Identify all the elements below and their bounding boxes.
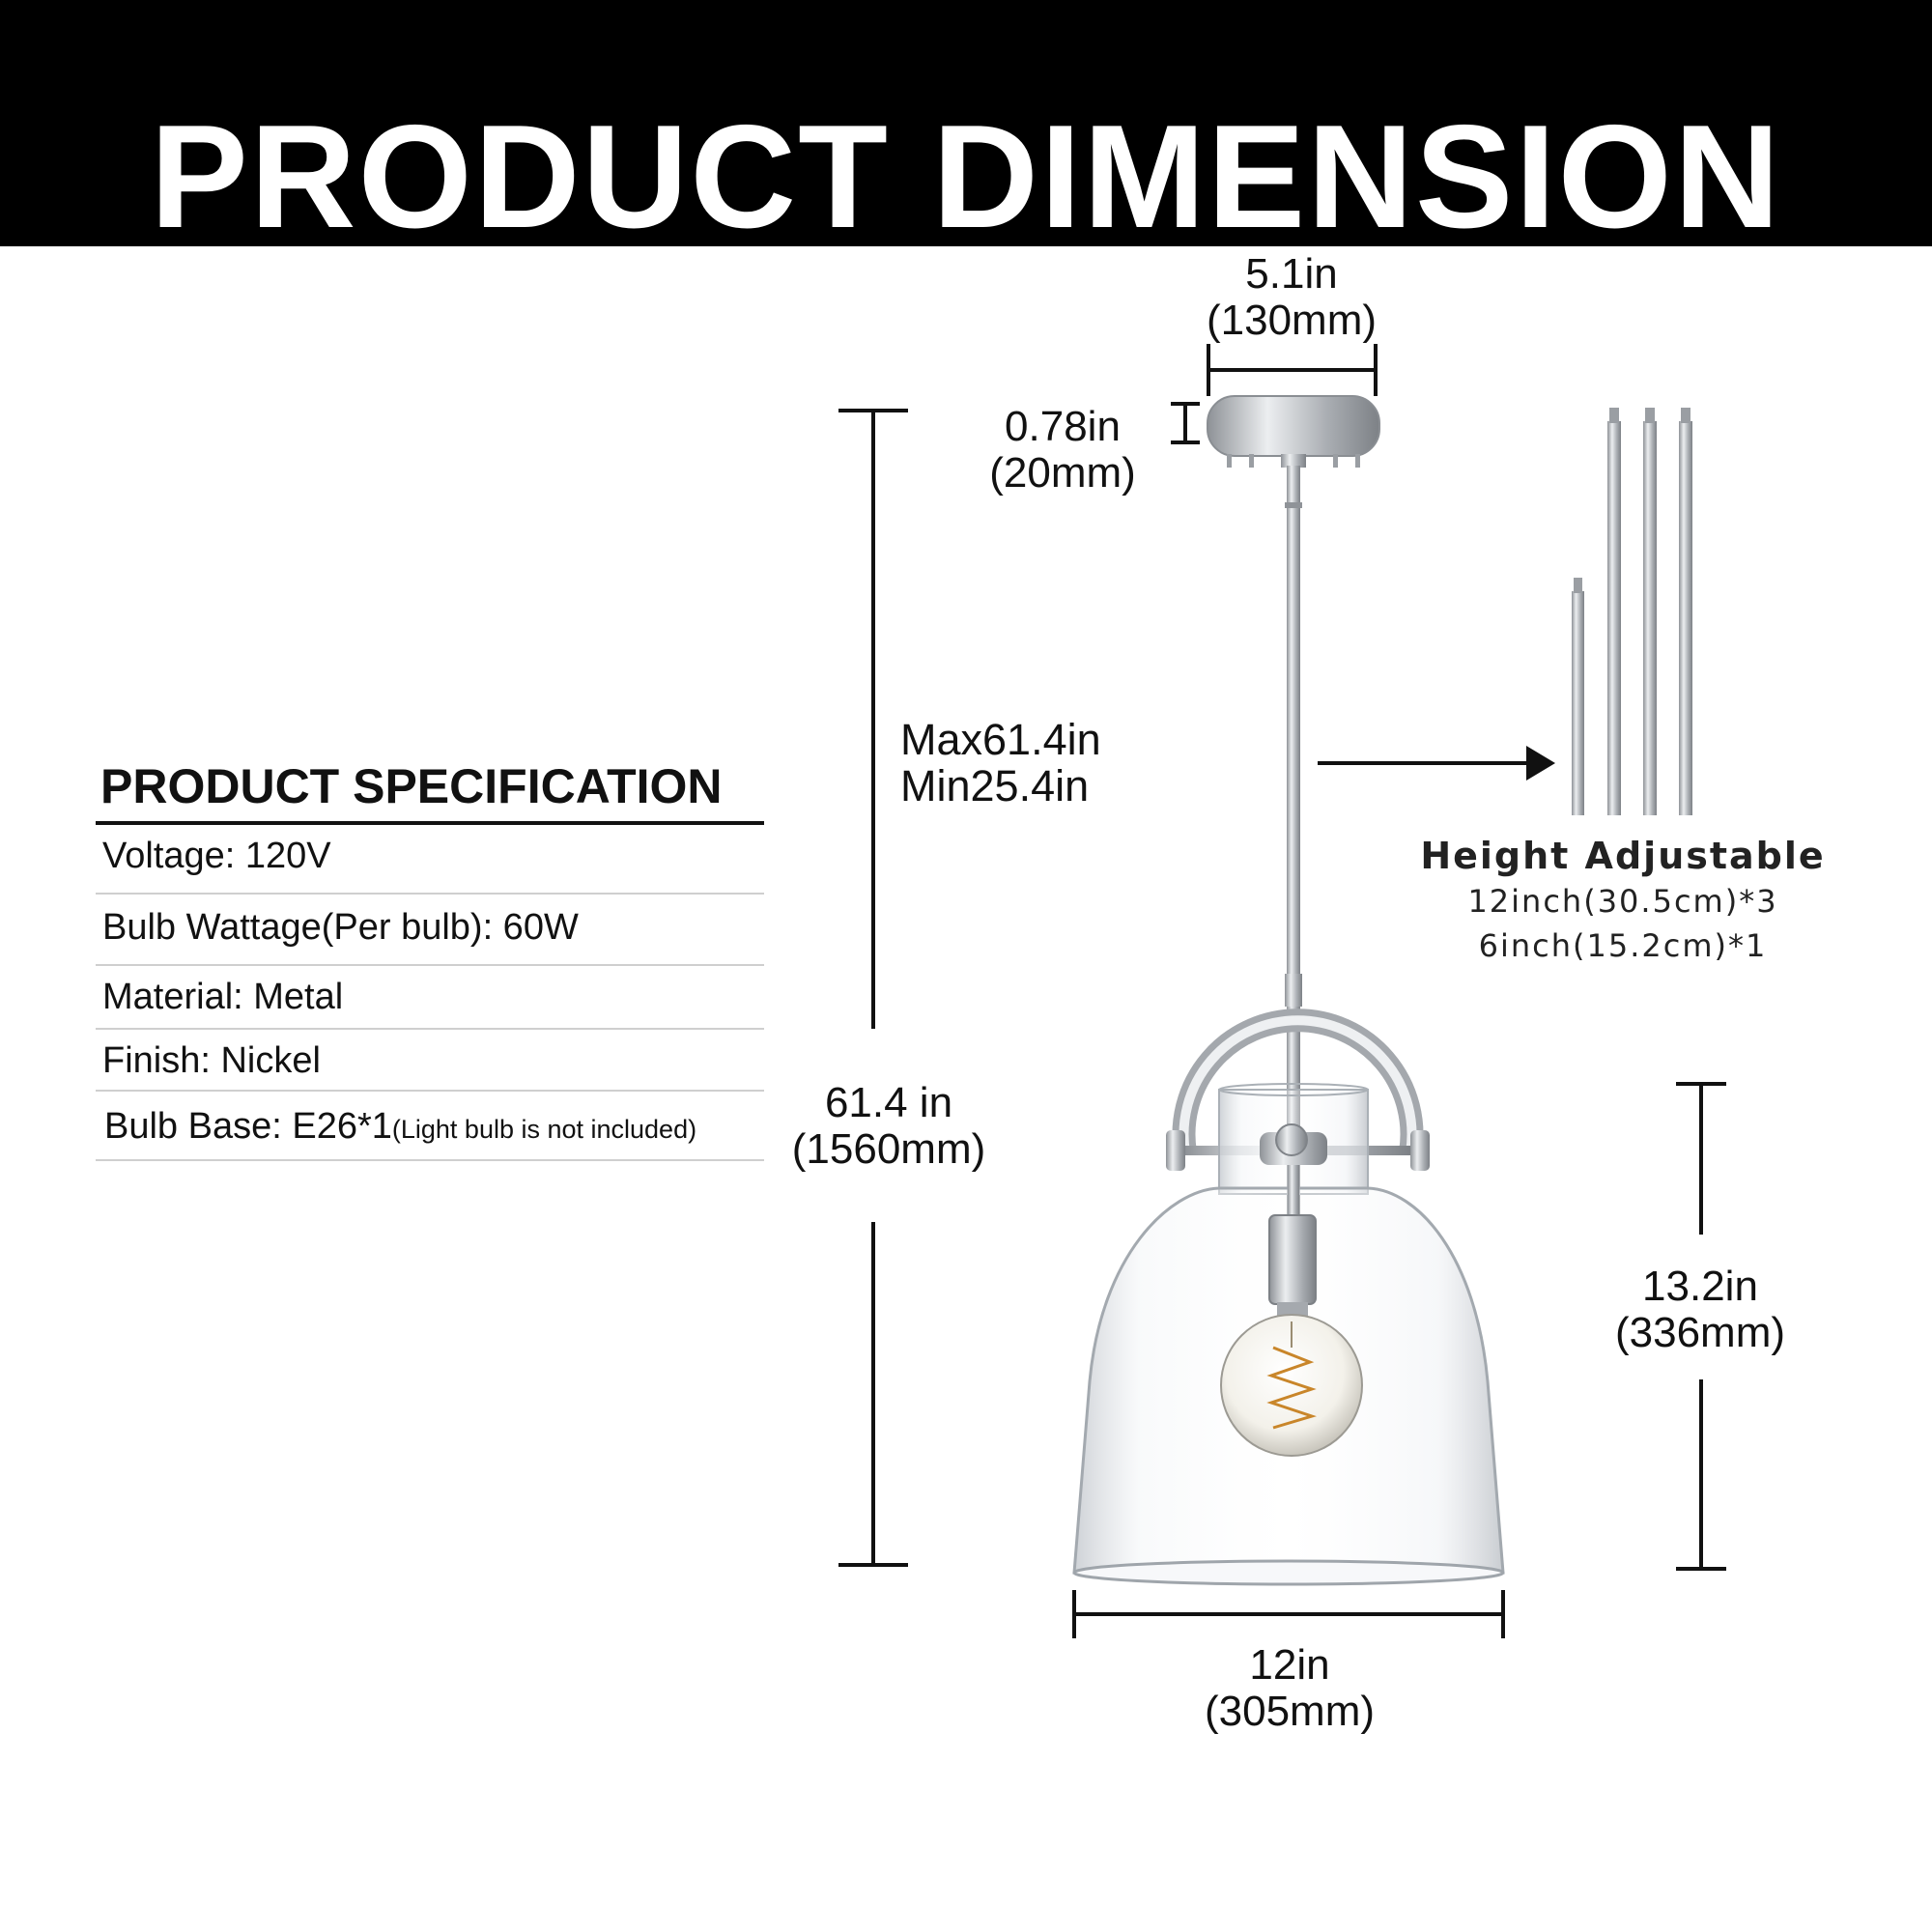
rod-length-min: Min25.4in [900,761,1090,810]
spec-divider [96,1090,764,1092]
shade-height-dimension-line [1676,1082,1726,1571]
spec-bulb-base-note: (Light bulb is not included) [391,1115,697,1144]
extension-rods [1572,408,1692,815]
total-height-label: 61.4 in (1560mm) [773,1080,1005,1173]
shade-width-in: 12in [1249,1641,1330,1689]
shade-height-in: 13.2in [1642,1263,1758,1310]
spec-title-divider [96,821,764,825]
spec-bulb-wattage: Bulb Wattage(Per bulb): 60W [102,907,579,948]
spec-divider [96,1159,764,1161]
canopy-width-label: 5.1in (130mm) [1190,251,1393,344]
shade-width-dimension-line [1072,1590,1505,1638]
height-adjustable-block: Height Adjustable 12inch(30.5cm)*3 6inch… [1410,833,1835,968]
rod-length-max: Max61.4in [900,715,1101,764]
total-height-in: 61.4 in [824,1079,953,1126]
height-adjustable-line2: 6inch(15.2cm)*1 [1478,927,1768,964]
rod-length-label: Max61.4in Min25.4in [900,717,1101,810]
spec-divider [96,893,764,895]
canopy-width-mm: (130mm) [1206,297,1378,344]
shade-height-mm: (336mm) [1614,1309,1786,1356]
ceiling-canopy [1207,395,1380,468]
shade-height-label: 13.2in (336mm) [1604,1264,1797,1356]
canopy-height-dimension-line [1171,402,1200,444]
spec-divider [96,1028,764,1030]
total-height-dimension-line [838,409,908,1567]
canopy-height-mm: (20mm) [989,449,1136,497]
rod-arrow [1318,746,1555,781]
shade-width-mm: (305mm) [1204,1688,1376,1735]
page-title: PRODUCT DIMENSION [150,95,1782,259]
canopy-height-in: 0.78in [1005,403,1121,450]
spec-title: PRODUCT SPECIFICATION [100,759,723,813]
canopy-height-label: 0.78in (20mm) [976,404,1150,497]
spec-bulb-base: Bulb Base: E26*1(Light bulb is not inclu… [104,1105,696,1151]
edison-bulb [1220,1314,1363,1457]
height-adjustable-line1: 12inch(30.5cm)*3 [1467,883,1778,920]
spec-finish: Finish: Nickel [102,1040,321,1081]
height-adjustable-title: Height Adjustable [1420,835,1826,877]
spec-voltage: Voltage: 120V [102,836,331,876]
canopy-width-dimension-line [1207,344,1378,396]
header-banner: PRODUCT DIMENSION [0,0,1932,259]
spec-material: Material: Metal [102,977,344,1017]
spec-bulb-base-text: Bulb Base: E26*1 [104,1106,392,1147]
shade-width-label: 12in (305mm) [1188,1642,1391,1735]
total-height-mm: (1560mm) [791,1125,986,1173]
spec-divider [96,964,764,966]
canopy-width-in: 5.1in [1245,250,1338,298]
